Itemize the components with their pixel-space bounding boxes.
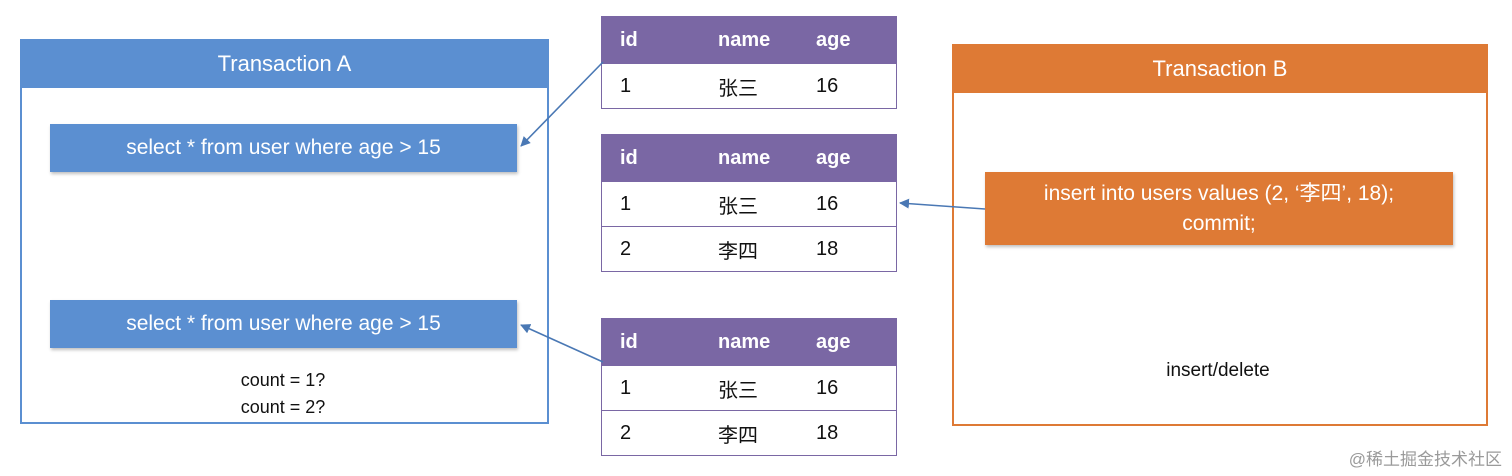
table-row: 1 张三 16 xyxy=(601,181,897,227)
column-header-name: name xyxy=(718,134,816,182)
column-header-id: id xyxy=(601,318,718,366)
column-header-age: age xyxy=(816,134,897,182)
transaction-b-insert-statement: insert into users values (2, ‘李四’, 18); … xyxy=(985,172,1453,245)
table-header-row: id name age xyxy=(601,134,897,182)
commit-statement-line: commit; xyxy=(1182,211,1256,235)
arrow-table1-to-query1 xyxy=(520,61,604,147)
transaction-a-panel: Transaction A xyxy=(20,39,549,424)
table-row: 1 张三 16 xyxy=(601,63,897,109)
insert-statement-line: insert into users values (2, ‘李四’, 18); xyxy=(1043,181,1395,205)
column-header-name: name xyxy=(718,16,816,64)
cell-age: 16 xyxy=(816,181,897,227)
transaction-a-query-1: select * from user where age > 15 xyxy=(50,124,517,172)
watermark: @稀土掘金技术社区 xyxy=(1348,450,1502,469)
column-header-age: age xyxy=(816,318,897,366)
arrow-insert-to-table2 xyxy=(899,198,986,210)
cell-id: 2 xyxy=(601,226,718,272)
table-state-2: id name age 1 张三 16 2 李四 18 xyxy=(601,134,897,272)
count-question-2: count = 2? xyxy=(240,397,326,417)
column-header-name: name xyxy=(718,318,816,366)
table-header-row: id name age xyxy=(601,16,897,64)
table-state-3: id name age 1 张三 16 2 李四 18 xyxy=(601,318,897,456)
cell-age: 16 xyxy=(816,63,897,109)
transaction-b-title: Transaction B xyxy=(952,44,1488,93)
cell-name: 张三 xyxy=(718,181,816,227)
cell-id: 2 xyxy=(601,410,718,456)
cell-age: 18 xyxy=(816,226,897,272)
cell-name: 李四 xyxy=(718,410,816,456)
transaction-a-query-2: select * from user where age > 15 xyxy=(50,300,517,348)
cell-name: 张三 xyxy=(718,365,816,411)
table-row: 2 李四 18 xyxy=(601,410,897,456)
count-question-1: count = 1? xyxy=(240,370,326,390)
cell-name: 张三 xyxy=(718,63,816,109)
table-row: 1 张三 16 xyxy=(601,365,897,411)
cell-id: 1 xyxy=(601,63,718,109)
cell-age: 18 xyxy=(816,410,897,456)
cell-age: 16 xyxy=(816,365,897,411)
cell-id: 1 xyxy=(601,365,718,411)
table-state-1: id name age 1 张三 16 xyxy=(601,16,897,109)
arrow-table3-to-query2 xyxy=(520,324,604,363)
table-row: 2 李四 18 xyxy=(601,226,897,272)
column-header-id: id xyxy=(601,134,718,182)
column-header-id: id xyxy=(601,16,718,64)
transaction-a-title: Transaction A xyxy=(20,39,549,88)
cell-id: 1 xyxy=(601,181,718,227)
column-header-age: age xyxy=(816,16,897,64)
insert-delete-label: insert/delete xyxy=(1166,360,1270,381)
cell-name: 李四 xyxy=(718,226,816,272)
table-header-row: id name age xyxy=(601,318,897,366)
